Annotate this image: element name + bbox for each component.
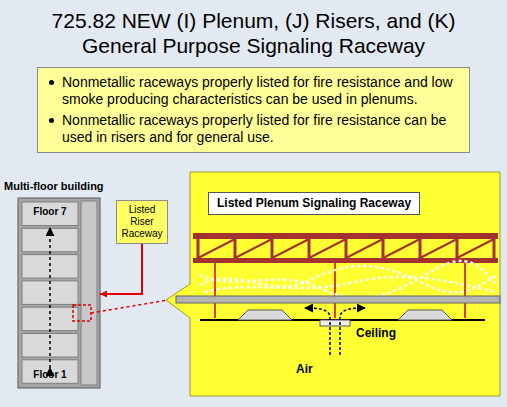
ceiling-label: Ceiling bbox=[356, 326, 396, 340]
cable bbox=[205, 277, 495, 292]
air-label: Air bbox=[296, 362, 313, 376]
light-fixture bbox=[398, 310, 452, 320]
floor-room bbox=[22, 202, 78, 226]
truss-post bbox=[419, 239, 422, 258]
truss-diagonal bbox=[198, 239, 235, 258]
riser-callout: Listed Riser Raceway bbox=[116, 200, 168, 244]
truss-diagonal bbox=[235, 239, 272, 258]
plenum-label: Listed Plenum Signaling Raceway bbox=[208, 192, 420, 215]
callout-arrow bbox=[100, 244, 142, 294]
cable bbox=[200, 261, 498, 298]
truss-post bbox=[308, 239, 311, 258]
floor-rooms bbox=[22, 202, 78, 383]
callout-text: Listed Riser Raceway bbox=[119, 204, 165, 240]
zoom-panel bbox=[166, 172, 500, 396]
truss-diagonal bbox=[457, 239, 494, 258]
truss bbox=[193, 233, 498, 263]
building-outline bbox=[18, 198, 100, 388]
building: Multi-floor buildingFloor 7Floor 1 bbox=[18, 198, 100, 388]
truss-post bbox=[271, 239, 274, 258]
truss-diagonal bbox=[346, 239, 383, 258]
cable bbox=[200, 266, 498, 293]
plenum-raceway bbox=[176, 296, 500, 303]
air-vent bbox=[320, 320, 350, 326]
truss-post bbox=[493, 239, 496, 258]
bullet-box: Nonmetallic raceways properly listed for… bbox=[37, 67, 470, 153]
slide-title: 725.82 NEW (I) Plenum, (J) Risers, and (… bbox=[14, 8, 493, 58]
bullet-text: Nonmetallic raceways properly listed for… bbox=[62, 112, 459, 146]
light-fixture bbox=[238, 310, 292, 320]
floor-span-arrow bbox=[49, 228, 51, 368]
bullet-dot bbox=[49, 80, 54, 85]
air-arrow bbox=[305, 308, 330, 355]
floor-label: Floor 1 bbox=[22, 369, 78, 380]
riser-shaft bbox=[81, 201, 97, 385]
zoom-line bbox=[91, 300, 168, 313]
truss-bottom-chord bbox=[193, 258, 498, 263]
floor-room bbox=[22, 360, 78, 384]
truss-post bbox=[197, 239, 200, 258]
callout-text: Listed Plenum Signaling Raceway bbox=[217, 196, 411, 210]
truss-post bbox=[382, 239, 385, 258]
floor-label: Floor 7 bbox=[22, 206, 78, 217]
truss-post bbox=[456, 239, 459, 258]
bullet-text: Nonmetallic raceways properly listed for… bbox=[62, 74, 459, 108]
zoom-marker bbox=[73, 305, 91, 321]
bullet-dot bbox=[49, 118, 54, 123]
hanger bbox=[214, 263, 216, 318]
building-heading: Multi-floor building bbox=[4, 180, 134, 192]
truss-diagonal bbox=[309, 239, 346, 258]
hanger bbox=[464, 263, 466, 318]
building bbox=[18, 198, 100, 388]
truss-post bbox=[345, 239, 348, 258]
truss-diagonal bbox=[383, 239, 420, 258]
truss-diagonal bbox=[272, 239, 309, 258]
truss-post bbox=[234, 239, 237, 258]
truss-top-chord bbox=[193, 233, 498, 239]
truss-diagonal bbox=[420, 239, 457, 258]
cables bbox=[200, 261, 498, 298]
